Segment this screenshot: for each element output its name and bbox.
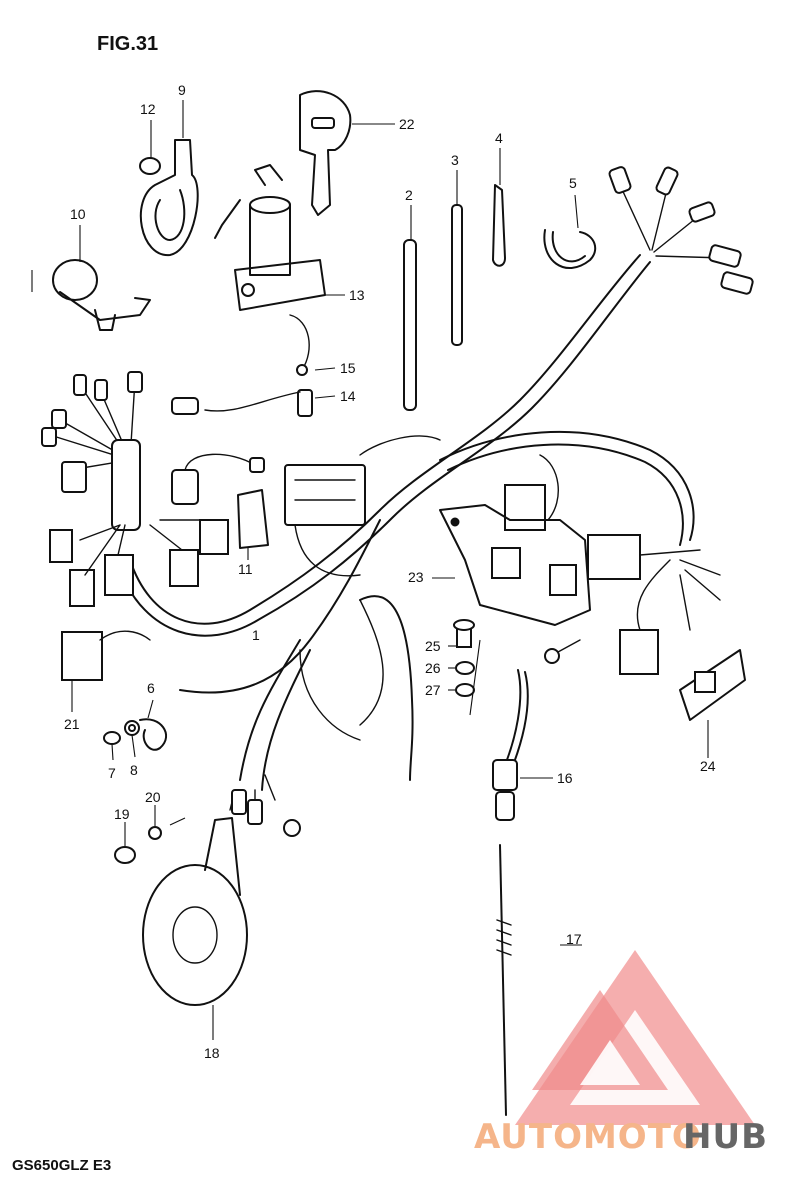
callout-10: 10 (70, 206, 86, 222)
callout-19: 19 (114, 806, 130, 822)
callout-7: 7 (108, 765, 116, 781)
connector-block-center (284, 464, 366, 577)
part-13-ignition-switch (214, 164, 345, 371)
connector-plugs-top-right (608, 166, 754, 295)
part-21-switch (61, 630, 151, 712)
callout-11: 11 (238, 561, 253, 577)
figure-title: FIG.31 (97, 33, 158, 55)
part-17-spring-rod (496, 844, 582, 1116)
callout-2: 2 (405, 187, 413, 203)
part-11-clip (237, 489, 269, 560)
callout-26: 26 (425, 660, 441, 676)
callout-3: 3 (451, 152, 459, 168)
part-2-probe (403, 205, 417, 411)
callout-4: 4 (495, 130, 503, 146)
part-5-clamp (543, 194, 597, 270)
watermark-text-2: HUB (683, 1117, 768, 1157)
part-12-screw (139, 120, 161, 175)
callout-18: 18 (204, 1045, 220, 1061)
callout-15: 15 (340, 360, 356, 376)
callout-1: 1 (252, 627, 260, 643)
callout-20: 20 (145, 789, 161, 805)
callout-24: 24 (700, 758, 716, 774)
watermark-text-1: AUTOMOTO (474, 1117, 702, 1157)
part-24-plate (679, 649, 746, 758)
callout-23: 23 (408, 569, 424, 585)
callout-17: 17 (566, 931, 582, 947)
callout-27: 27 (425, 682, 441, 698)
callout-22: 22 (399, 116, 415, 132)
callout-25: 25 (425, 638, 441, 654)
brand-logo-watermark: AUTOMOTO HUB (474, 950, 768, 1157)
callout-9: 9 (178, 82, 186, 98)
part-23-bracket (432, 504, 591, 626)
bracket-connectors (504, 454, 559, 531)
callout-21: 21 (64, 716, 80, 732)
part-6-7-8-fasteners (103, 699, 167, 761)
callout-12: 12 (140, 101, 156, 117)
main-wiring-harness (119, 184, 726, 791)
connector-group-right (587, 534, 721, 675)
ring-terminals (544, 639, 581, 664)
part-25-26-27-fasteners (448, 619, 481, 716)
part-10-clamp (31, 225, 151, 331)
part-14-15-terminal (171, 364, 336, 417)
callout-8: 8 (130, 762, 138, 778)
part-16-cable-switch (492, 669, 553, 821)
callout-13: 13 (349, 287, 365, 303)
model-code: GS650GLZ E3 (12, 1157, 111, 1174)
callout-labels: 1 2 3 4 5 6 7 8 9 10 11 12 13 14 15 16 1… (64, 82, 716, 1061)
part-19-20-fasteners (114, 805, 186, 864)
callout-14: 14 (340, 388, 356, 404)
callout-5: 5 (569, 175, 577, 191)
callout-16: 16 (557, 770, 573, 786)
callout-6: 6 (147, 680, 155, 696)
part-4-clip (492, 148, 506, 267)
part-3-probe (451, 170, 463, 346)
part-18-horn (142, 774, 301, 1040)
part-9-bracket (139, 100, 199, 257)
connector-cluster-left (41, 371, 265, 607)
part-22-key (299, 90, 395, 216)
